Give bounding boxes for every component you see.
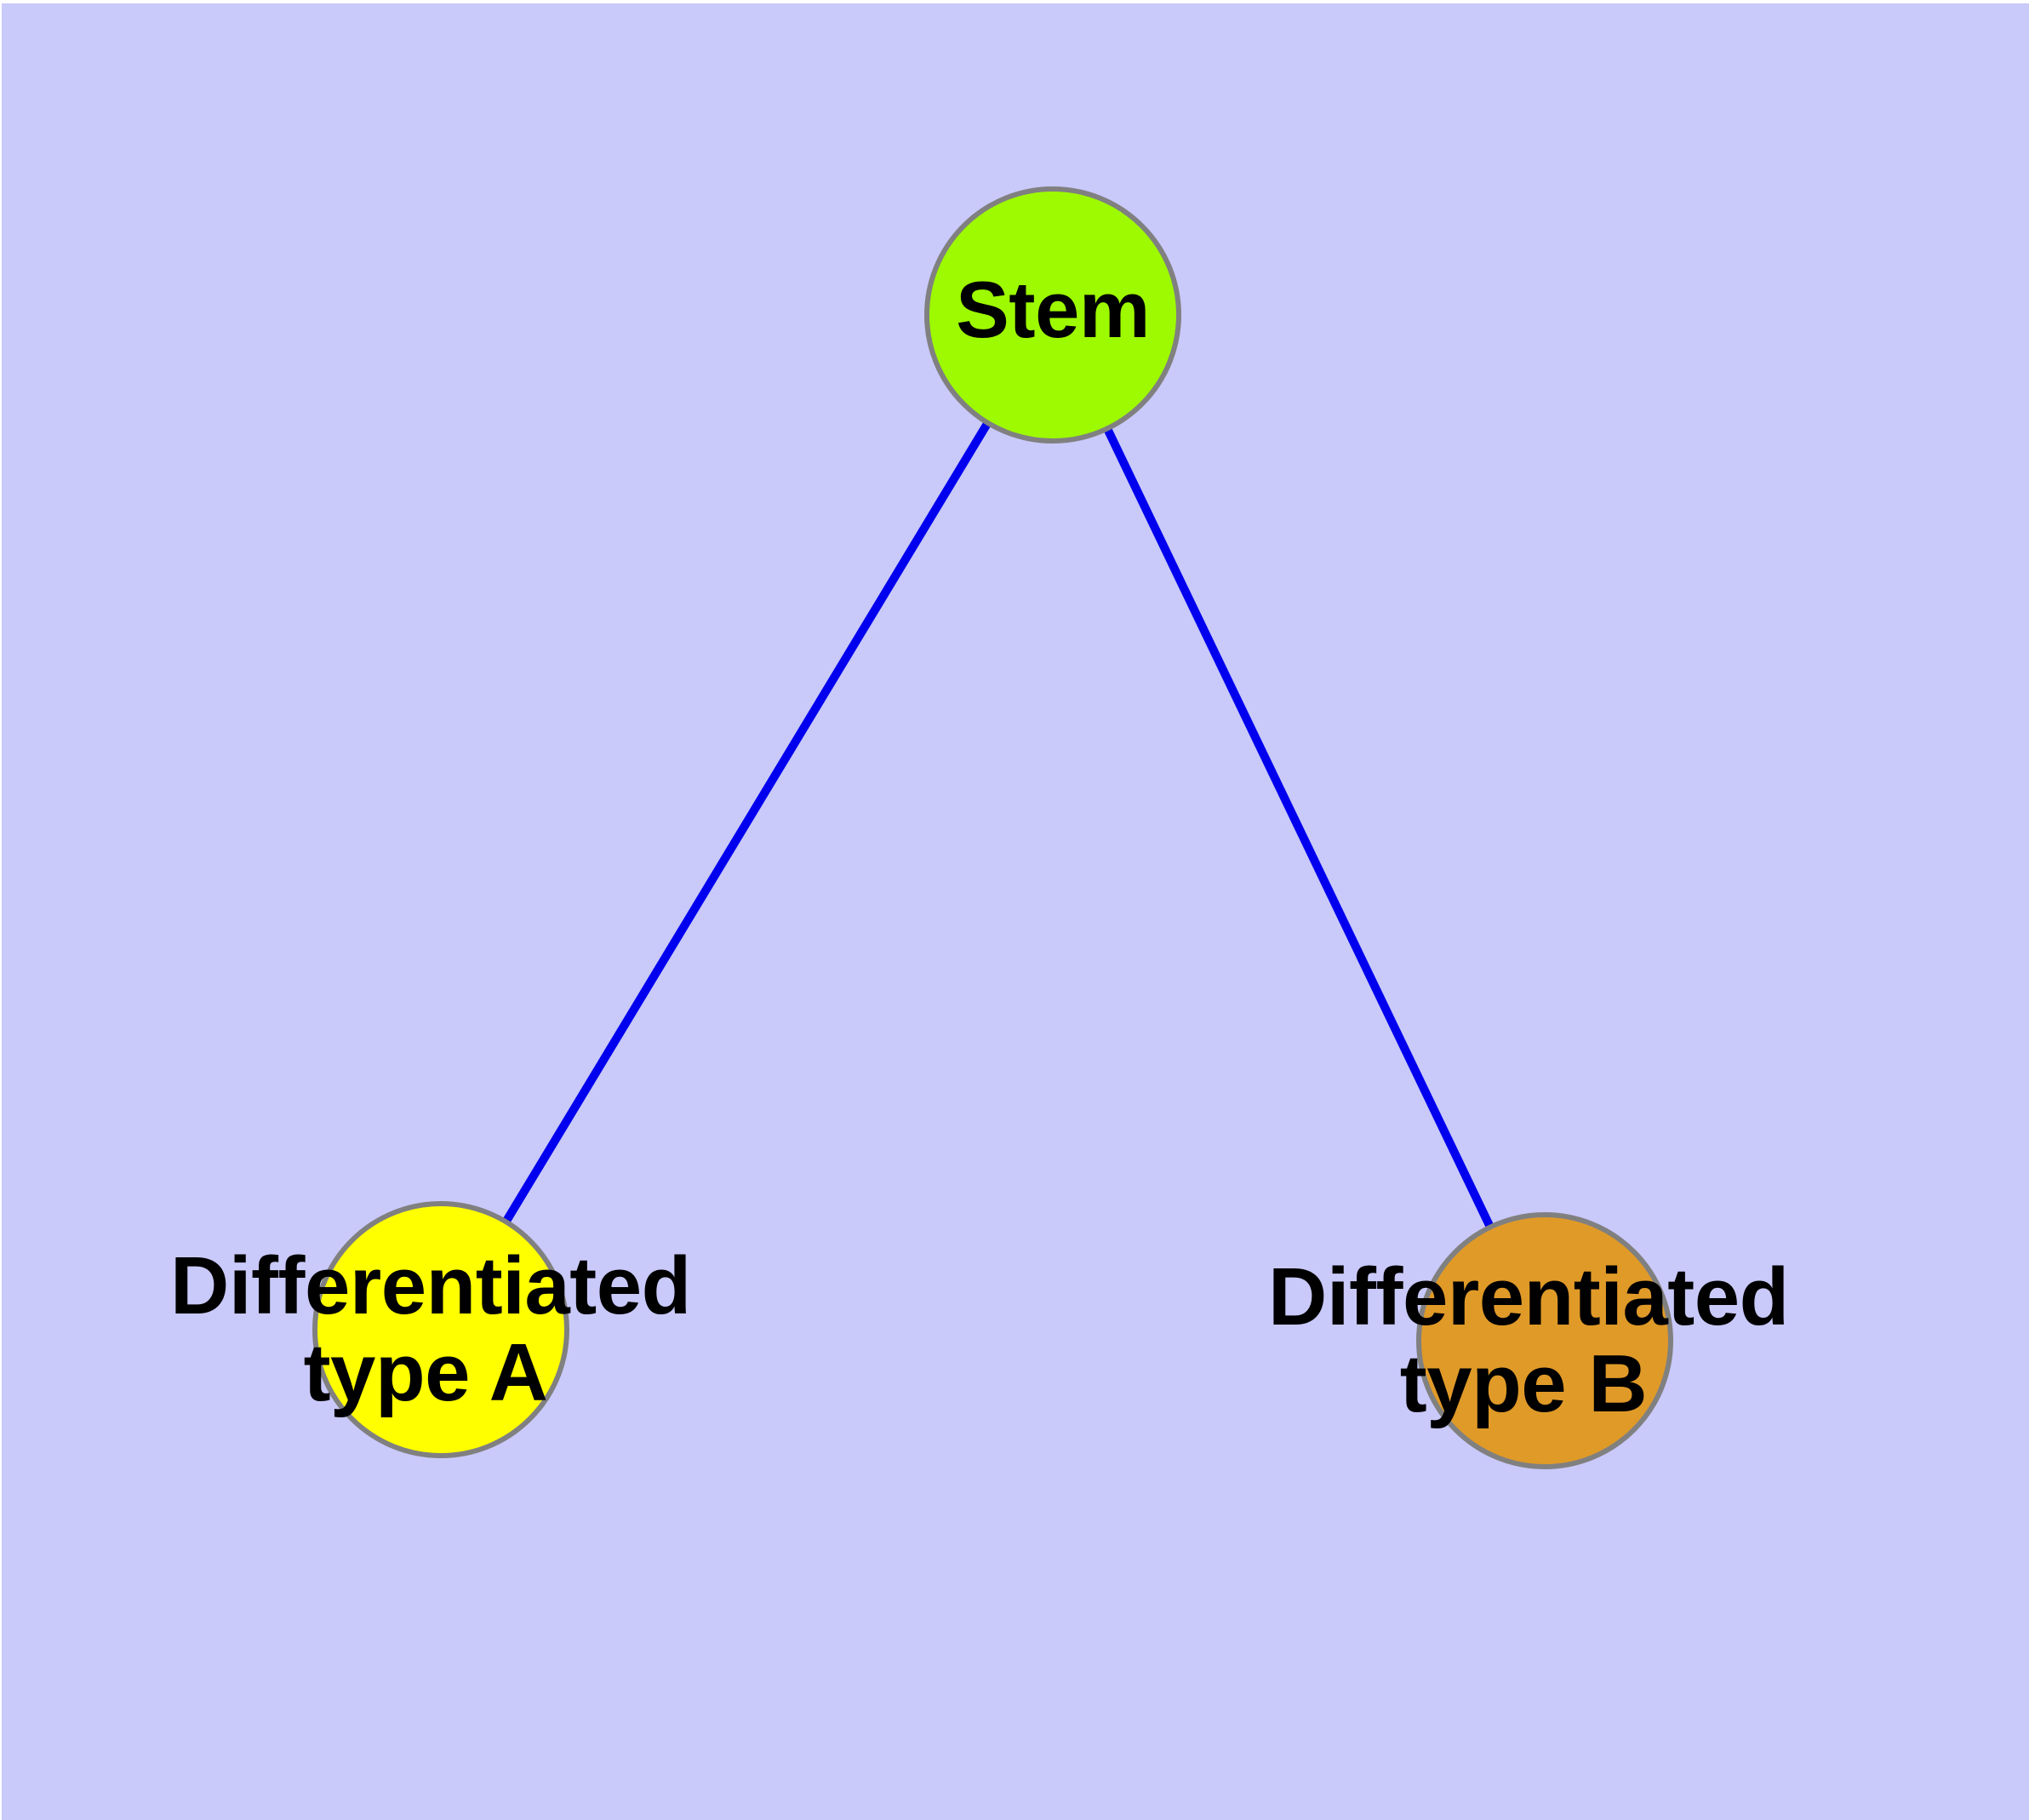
edge-stem-to-type-a[interactable] xyxy=(490,401,1003,1244)
node-differentiated-type-a[interactable] xyxy=(312,1201,569,1458)
edges-group xyxy=(490,401,1505,1250)
node-stem[interactable] xyxy=(924,186,1181,444)
node-differentiated-type-b[interactable] xyxy=(1416,1212,1673,1469)
edge-stem-to-type-b[interactable] xyxy=(1093,406,1505,1250)
nodes-group xyxy=(312,186,1673,1469)
